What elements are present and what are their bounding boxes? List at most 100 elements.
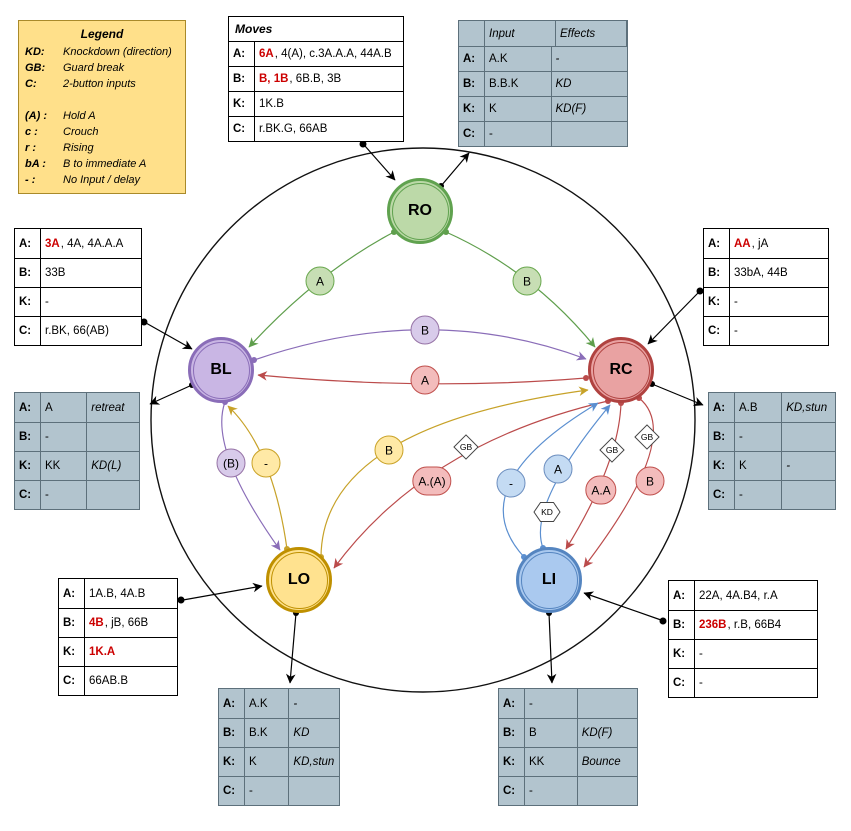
legend-description: [63, 92, 179, 108]
row-label: B:: [459, 72, 485, 96]
row-label-header: [459, 21, 485, 46]
move-list: 33bA, 44B: [734, 267, 788, 279]
row-label: K:: [459, 97, 485, 121]
effect-value: [87, 481, 139, 509]
legend-term: r :: [25, 142, 36, 154]
row-label: C:: [499, 777, 525, 805]
table-row: K:-: [704, 287, 828, 316]
node-inner-ring: [391, 182, 449, 240]
legend-term: [25, 92, 63, 108]
table-row: C: 2-button inputs: [25, 76, 179, 92]
row-label: K:: [669, 640, 695, 668]
row-label: A:: [704, 229, 730, 258]
row-label: A:: [499, 689, 525, 718]
row-label: A:: [709, 393, 735, 422]
table-row: C:-: [704, 316, 828, 345]
legend-term: C:: [25, 78, 37, 90]
legend-description: Guard break: [63, 62, 125, 74]
row-label: B:: [15, 423, 41, 451]
legend-term: - :: [25, 174, 36, 186]
row-label: C:: [709, 481, 735, 509]
row-label: A:: [219, 689, 245, 718]
input-value: K: [245, 748, 290, 776]
row-label: A:: [15, 393, 41, 422]
input-value: K: [735, 452, 783, 480]
effect-value: -: [786, 460, 791, 472]
move-list: , jA: [751, 237, 769, 250]
moves-value: -: [730, 317, 828, 345]
node-label: BL: [210, 361, 232, 378]
transition-label: -: [496, 468, 526, 498]
legend-description: Rising: [63, 142, 94, 154]
row-label: B:: [219, 719, 245, 747]
table-row: bA :B to immediate A: [25, 156, 179, 172]
row-label: B:: [229, 67, 255, 91]
table-row: A:1A.B, 4A.B: [59, 579, 177, 608]
table-row: K:-: [15, 287, 141, 316]
legend-description: 2-button inputs: [63, 78, 136, 90]
table-row: B:-: [709, 422, 835, 451]
transition-arrows: [221, 231, 654, 569]
transition-label: B: [410, 315, 440, 345]
table-row: B:236B, r.B, 66B4: [669, 610, 817, 639]
move-list: 1A.B, 4A.B: [89, 587, 146, 600]
table-row: C:r.BK, 66(AB): [15, 316, 141, 345]
input-value: KK: [525, 748, 578, 776]
input-value: -: [485, 122, 552, 146]
row-label: K:: [704, 288, 730, 316]
row-label: C:: [219, 777, 245, 805]
effect-value: KD,stun: [786, 401, 828, 414]
node-ro: RO: [387, 178, 453, 244]
guard-break-badge: GB: [599, 437, 625, 463]
move-list: r.BK.G, 66AB: [259, 123, 328, 135]
table-row: A:6A, 4(A), c.3A.A.A, 44A.B: [229, 41, 403, 66]
legend-term: c :: [25, 126, 38, 138]
highlighted-move: 4B: [89, 617, 104, 629]
effect-value: KD,stun: [293, 756, 335, 768]
move-list: , 4(A), c.3A.A.A, 44A.B: [274, 48, 392, 60]
move-list: -: [699, 648, 703, 660]
effect-value: [552, 122, 628, 146]
badge-label: KD: [541, 507, 553, 517]
transition-label: B: [512, 266, 542, 296]
table-row: C:-: [709, 480, 835, 509]
moves-value: 4B, jB, 66B: [85, 609, 177, 637]
node-inner-ring: [520, 551, 578, 609]
table-row: K:1K.A: [59, 637, 177, 666]
row-label: B:: [669, 611, 695, 639]
moves-value: -: [695, 669, 817, 697]
node-inner-ring: [270, 551, 328, 609]
badge-label: GB: [606, 445, 619, 455]
move-list: , r.B, 66B4: [727, 619, 782, 631]
row-label: C:: [15, 317, 41, 345]
move-list: -: [699, 677, 703, 689]
row-label: K:: [709, 452, 735, 480]
table-row: B:4B, jB, 66B: [59, 608, 177, 637]
moves-value: r.BK, 66(AB): [41, 317, 141, 345]
row-label: K:: [229, 92, 255, 116]
legend-term: KD:: [25, 46, 45, 58]
moves-value: 1A.B, 4A.B: [85, 579, 177, 608]
effect-value: [578, 689, 637, 718]
legend-description: No Input / delay: [63, 174, 141, 186]
input-value: B.K: [245, 719, 290, 747]
table-row: (A) :Hold A: [25, 108, 179, 124]
node-inner-ring: [592, 341, 650, 399]
effect-value: [289, 777, 339, 805]
node-label: RC: [609, 361, 633, 378]
badge-label: GB: [460, 442, 473, 452]
table-title: Moves: [235, 22, 273, 36]
guard-break-badge: GB: [453, 434, 479, 460]
input-value: -: [41, 481, 88, 509]
row-label: A:: [15, 229, 41, 258]
effect-value: [782, 423, 835, 451]
